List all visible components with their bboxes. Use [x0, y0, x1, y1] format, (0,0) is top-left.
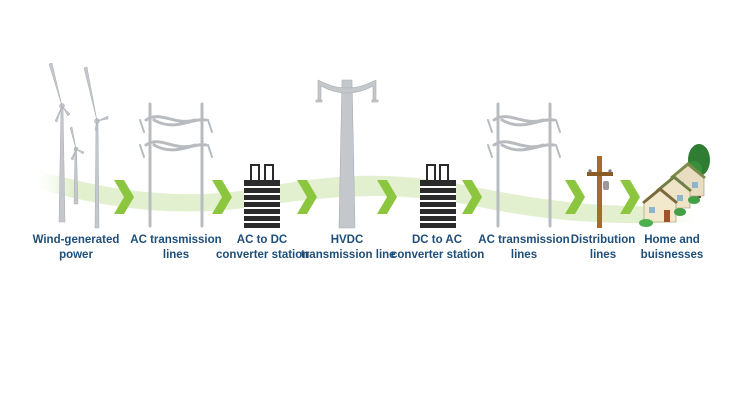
- houses-icon: [639, 144, 710, 227]
- stage-label-home: Home and buisnesses: [626, 233, 718, 262]
- stage-label-line: DC to AC: [411, 234, 463, 246]
- stage-label-ac-transmission-2: AC transmission lines: [478, 233, 570, 262]
- flow-arrow: [297, 180, 317, 214]
- stage-label-line: AC transmission: [478, 234, 570, 246]
- converter-station-icon: [244, 164, 280, 228]
- converter-station-icon: [420, 164, 456, 228]
- stage-label-line: transmission line: [301, 248, 396, 261]
- ac-transmission-tower-icon: [139, 102, 213, 228]
- stage-label-hvdc: HVDC transmission line: [301, 233, 396, 262]
- flow-arrow: [114, 180, 134, 214]
- wind-turbine-icon: [48, 62, 109, 229]
- stage-label-dc-to-ac: DC to AC converter station: [391, 233, 485, 262]
- stage-label-line: converter station: [216, 248, 310, 261]
- flow-band: [30, 168, 700, 224]
- stage-label-line: lines: [589, 248, 617, 261]
- stage-label-line: converter station: [391, 248, 485, 261]
- utility-pole-icon: [587, 156, 613, 228]
- stage-label-line: lines: [162, 248, 190, 261]
- stage-label-line: buisnesses: [640, 248, 704, 261]
- stage-label-line: Distribution: [570, 234, 636, 246]
- flow-arrow: [462, 180, 482, 214]
- hvdc-tower-icon: [315, 79, 379, 229]
- stage-label-ac-to-dc: AC to DC converter station: [216, 233, 310, 262]
- stage-label-line: Home and: [644, 234, 700, 246]
- flow-arrow: [565, 180, 585, 214]
- stage-label-ac-transmission-1: AC transmission lines: [130, 233, 222, 262]
- stage-label-wind: Wind-generated power: [30, 233, 122, 262]
- ac-transmission-tower-icon: [487, 102, 561, 228]
- stage-label-line: power: [59, 248, 93, 261]
- flow-arrow: [620, 180, 640, 214]
- stage-label-line: lines: [510, 248, 538, 261]
- stage-label-distribution: Distribution lines: [557, 233, 649, 262]
- stage-label-line: Wind-generated: [32, 234, 120, 246]
- flow-arrow: [377, 180, 397, 214]
- stage-label-line: AC transmission: [130, 234, 222, 246]
- stage-label-line: HVDC: [330, 234, 364, 246]
- flow-arrow: [212, 180, 232, 214]
- stage-label-line: AC to DC: [236, 234, 288, 246]
